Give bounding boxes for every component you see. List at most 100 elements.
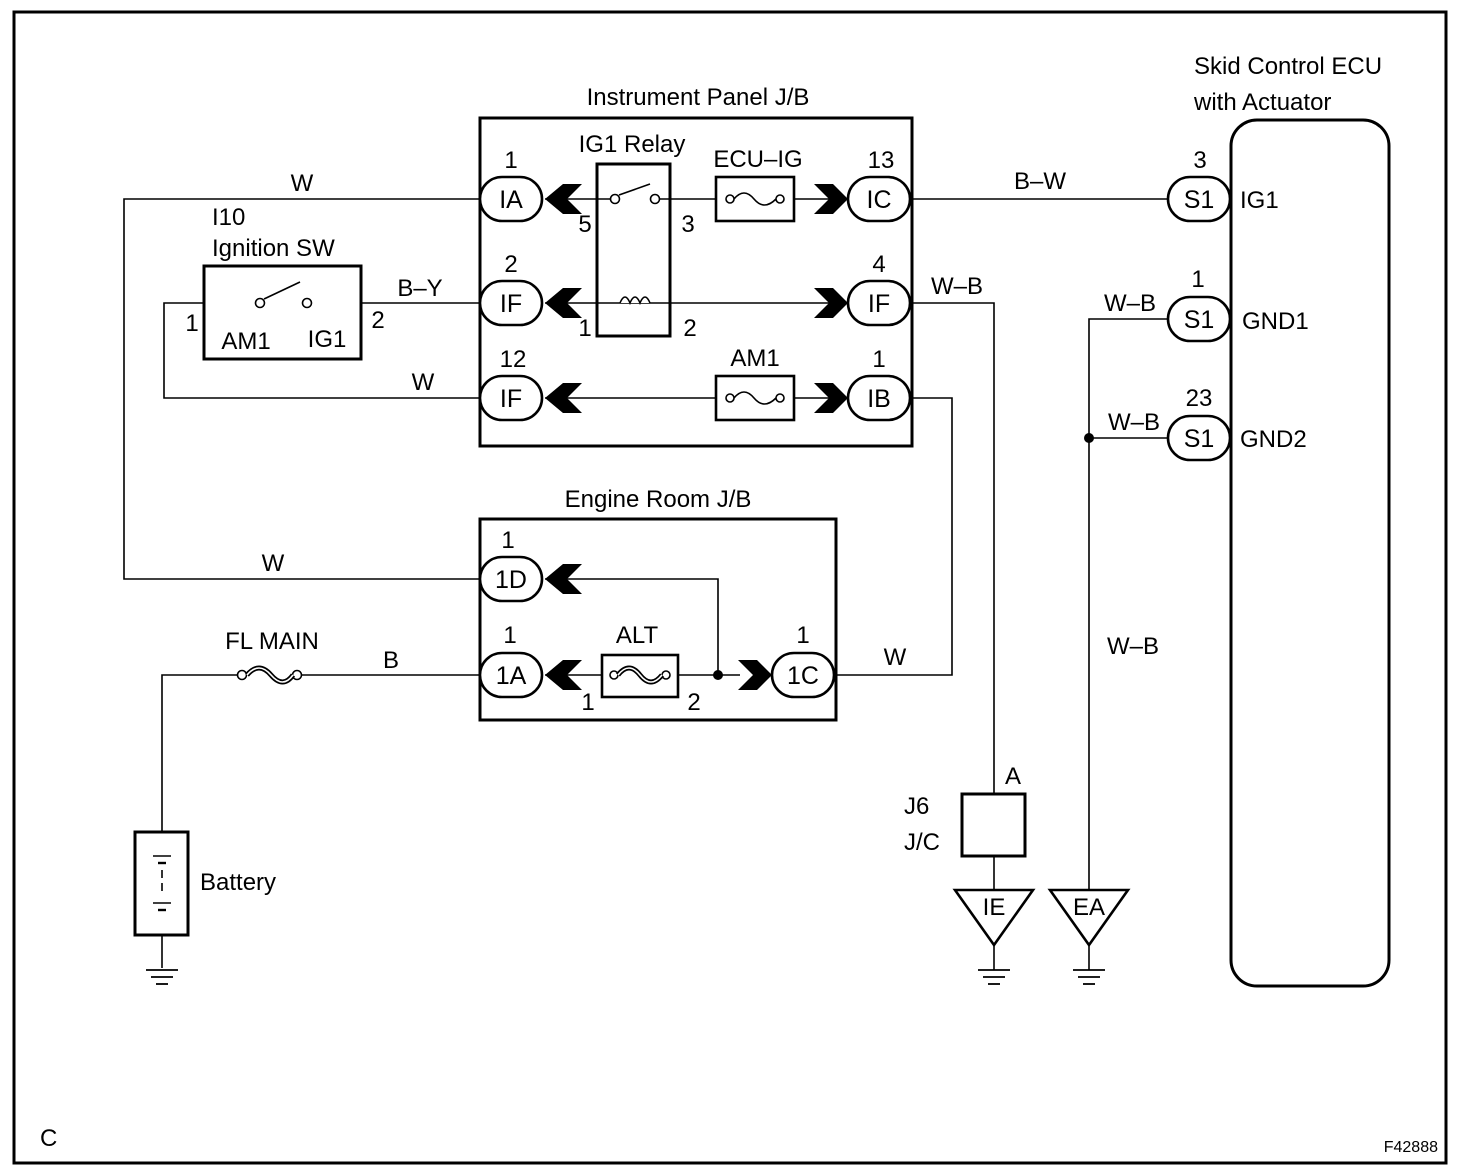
ignition-switch-term-am1: AM1 [221, 328, 270, 355]
junction-connector-j6: A J6 J/C [904, 763, 1027, 858]
connector-1c-pin: 1 [796, 622, 809, 649]
wires [123, 198, 1168, 968]
arrow-icon [738, 660, 772, 690]
connector-1c-name: 1C [787, 662, 819, 690]
wire-wb-gnd1 [1088, 318, 1168, 890]
connector-s1-gnd1 [1166, 295, 1232, 343]
fuse-icon [733, 391, 777, 405]
ground-ea-label: EA [1073, 894, 1105, 921]
connector-s1-ig1-name: S1 [1184, 186, 1215, 214]
arrow-icon [545, 288, 582, 318]
connector-1d [478, 555, 544, 603]
engine-room-jb: Engine Room J/B 1D 1 1A 1 ALT 1 2 1C 1 [478, 486, 838, 722]
j6-code: J6 [904, 793, 929, 820]
arrow-icon [545, 383, 582, 413]
j6-pin: A [1005, 763, 1021, 790]
ground-point-ie: IE [952, 888, 1036, 985]
wire-label-wb-gnd2: W–B [1108, 409, 1160, 436]
connector-1a-name: 1A [496, 662, 527, 690]
wire-label-bw: B–W [1014, 168, 1066, 195]
connector-1a-pin: 1 [503, 622, 516, 649]
relay-pin-3: 3 [681, 211, 694, 238]
ground-icon [1073, 969, 1105, 985]
ecu-ig-fuse-label: ECU–IG [713, 146, 802, 173]
connector-s1-gnd1-pin: 1 [1191, 266, 1204, 293]
connector-s1-gnd2-pin: 23 [1186, 385, 1213, 412]
connector-ia-name: IA [499, 186, 523, 214]
ignition-switch-pin-left: 1 [185, 310, 198, 337]
connector-ib [846, 374, 912, 422]
arrow-icon [814, 383, 848, 413]
arrow-icon [814, 184, 848, 214]
ignition-switch-box [202, 264, 363, 361]
ig1-relay-box [595, 162, 672, 338]
wire-color-labels: W B–W B–Y W–B W W B W W–B W–B W–B [262, 168, 1160, 674]
wire-label-wb-if4: W–B [931, 273, 983, 300]
connector-if-2 [478, 279, 544, 327]
connector-if-2-name: IF [500, 290, 522, 318]
fuse-icon [733, 192, 777, 206]
fl-main-label: FL MAIN [225, 628, 319, 655]
corner-label: C [40, 1125, 57, 1152]
j6-label: J/C [904, 829, 940, 856]
terminal-gnd2: GND2 [1240, 426, 1307, 453]
relay-pin-5: 5 [578, 211, 591, 238]
alt-pin-right: 2 [687, 689, 700, 716]
instrument-panel-jb: Instrument Panel J/B IG1 Relay 5 3 1 2 E… [478, 84, 914, 448]
battery-label: Battery [200, 869, 276, 896]
connector-s1-gnd2 [1166, 414, 1232, 462]
wire-label-w-1c: W [884, 644, 907, 671]
instrument-panel-jb-box [478, 116, 914, 448]
arrow-icon [545, 660, 582, 690]
relay-switch-arm [618, 183, 651, 196]
connector-ic-name: IC [867, 186, 892, 214]
wire-label-wb-gnd1: W–B [1104, 290, 1156, 317]
connector-ia-pin: 1 [504, 147, 517, 174]
connector-1c [770, 651, 836, 699]
connector-s1-gnd1-name: S1 [1184, 306, 1215, 334]
ignition-switch-label: Ignition SW [212, 235, 335, 262]
switch-contact-icon [263, 281, 301, 300]
connector-1d-pin: 1 [501, 527, 514, 554]
connector-if-12-name: IF [500, 385, 522, 413]
arrow-icon [545, 564, 582, 594]
arrow-icon [814, 288, 848, 318]
relay-contact-5 [609, 193, 621, 205]
connector-if-4 [846, 279, 912, 327]
instrument-panel-jb-title: Instrument Panel J/B [587, 84, 810, 111]
diagram-frame [12, 10, 1448, 1165]
wire-w-am1-loop [163, 302, 480, 399]
battery-box [133, 830, 190, 937]
ignition-switch-pin-right: 2 [371, 307, 384, 334]
relay-pin-1: 1 [578, 315, 591, 342]
junction-dot-gnd [1084, 433, 1094, 443]
figure-code: F42888 [1384, 1139, 1438, 1156]
connector-ib-pin: 1 [872, 346, 885, 373]
ground-icon [978, 969, 1010, 985]
ground-ie-label: IE [983, 894, 1006, 921]
connector-ic [846, 175, 912, 223]
battery: Battery [133, 830, 276, 985]
wire-label-by: B–Y [397, 275, 442, 302]
skid-ecu-title-1: Skid Control ECU [1194, 53, 1382, 80]
skid-control-ecu: Skid Control ECU with Actuator S1 3 IG1 … [1166, 53, 1391, 988]
terminal-gnd1: GND1 [1242, 308, 1309, 335]
engine-room-jb-box [478, 517, 838, 722]
connector-ia [478, 175, 544, 223]
ignition-switch-code: I10 [212, 204, 245, 231]
wire-alt-1d [545, 578, 719, 675]
connector-1a [478, 651, 544, 699]
engine-room-jb-title: Engine Room J/B [565, 486, 752, 513]
connector-if-12-pin: 12 [500, 346, 527, 373]
wire-w-ia-1d [123, 198, 480, 580]
alt-fusible-link-label: ALT [616, 622, 659, 649]
skid-ecu-title-2: with Actuator [1193, 89, 1331, 116]
relay-coil-icon [619, 296, 651, 306]
connector-if-4-pin: 4 [872, 251, 885, 278]
connector-if-4-name: IF [868, 290, 890, 318]
alt-pin-left: 1 [581, 689, 594, 716]
relay-pin-2: 2 [683, 315, 696, 342]
fl-main: FL MAIN [225, 628, 319, 685]
j6-box [960, 792, 1027, 858]
